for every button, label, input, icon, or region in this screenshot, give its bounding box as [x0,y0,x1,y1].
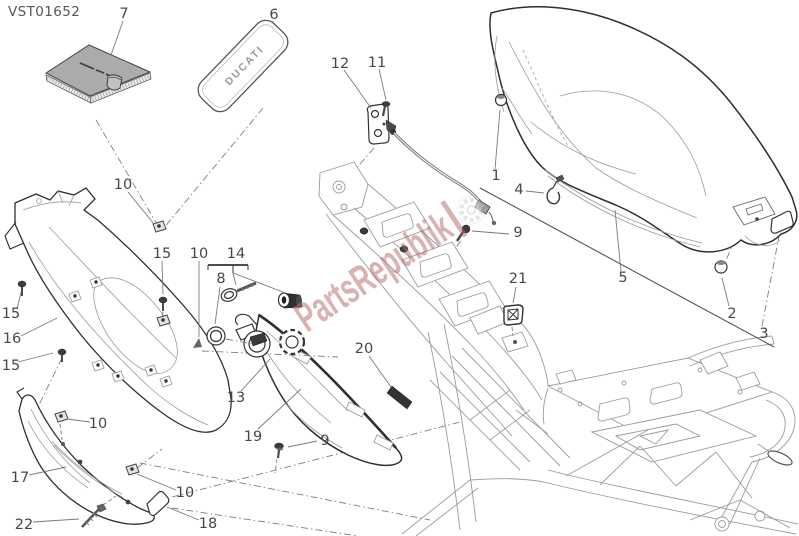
owners-manual-booklet [45,44,152,104]
clip-tabs [68,276,173,388]
latch-screw-11 [381,101,391,117]
clip-10-c [54,410,69,423]
clip-10-d [125,463,140,476]
grommet-1 [494,93,508,107]
tail-panel [4,187,232,433]
rubber-pad-3 [770,210,794,234]
pad-18 [146,490,170,517]
clip-10-b [156,314,171,327]
document-code: VST01652 [8,4,81,20]
ducati-shield-icon [106,74,123,91]
seat-hook-4 [546,174,565,205]
screw-15-a [17,280,27,296]
seat-latch [366,103,397,145]
toolkit-cover: DUCATI [197,19,289,113]
gear-icon [456,195,486,225]
key-and-barrel [207,264,303,309]
seat [479,6,798,348]
leader-lines [16,20,730,523]
seat-lock [234,313,306,358]
clip-10-a [152,220,167,233]
buffer-strip-20 [386,385,413,410]
screw-15-c [57,348,67,362]
screw-22 [81,503,107,528]
screw-15-b [158,296,168,311]
main-frame [401,323,799,536]
grommet-2 [714,260,728,274]
rubber-mount-21 [503,304,524,326]
lock-axis-line [201,350,339,358]
rear-subframe [318,161,549,437]
left-side-panel [16,387,155,525]
lock-nut [206,326,226,346]
screw-9-lower [274,442,284,459]
